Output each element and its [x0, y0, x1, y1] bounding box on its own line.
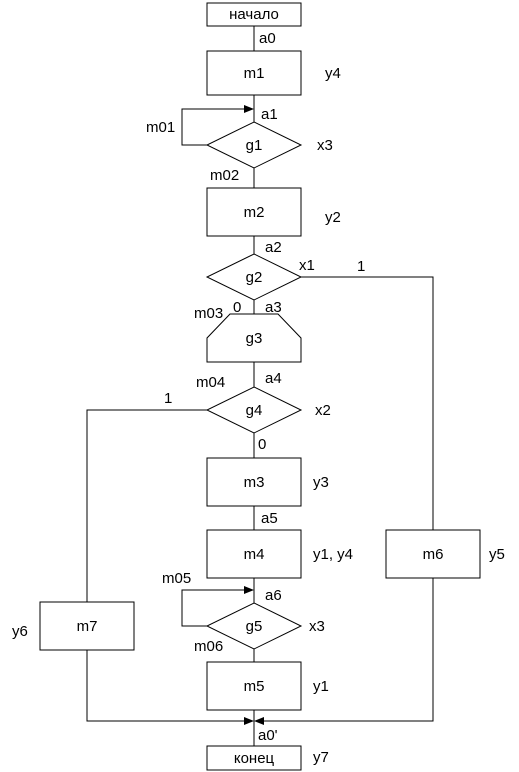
- label-x2: x2: [315, 402, 331, 419]
- return-m7: [86, 650, 248, 722]
- decision-g5: [205, 602, 303, 650]
- arrowhead-loop-g1: [244, 105, 254, 113]
- arrowhead-loop-g5: [244, 586, 254, 594]
- start-label: начало: [229, 6, 279, 23]
- block-g3: [206, 313, 302, 363]
- nodes: [39, 2, 481, 771]
- label-a6: a6: [265, 587, 282, 604]
- return-m6: [260, 578, 434, 722]
- loop-g1: [181, 108, 248, 146]
- decision-g2: [205, 253, 303, 301]
- label-m02: m02: [210, 167, 239, 184]
- label-m06: m06: [194, 638, 223, 655]
- arrowhead-return-m6: [254, 717, 264, 725]
- m5-label: m5: [244, 678, 265, 695]
- label-a4: a4: [265, 370, 282, 387]
- block-m4: [206, 529, 302, 579]
- label-x3-top: x3: [317, 137, 333, 154]
- g3-label: g3: [246, 330, 263, 347]
- m3-label: m3: [244, 474, 265, 491]
- decision-g1: [205, 121, 303, 169]
- label-g2-one: 1: [357, 258, 365, 275]
- label-g4-one: 1: [164, 390, 172, 407]
- label-g4-zero: 0: [258, 436, 266, 453]
- m1-label: m1: [244, 65, 265, 82]
- label-a1: a1: [261, 106, 278, 123]
- label-a0: a0: [259, 30, 276, 47]
- m6-label: m6: [423, 546, 444, 563]
- g5-label: g5: [246, 618, 263, 635]
- label-m04: m04: [196, 374, 225, 391]
- branch-g2-m6: [301, 276, 434, 530]
- label-a3: a3: [265, 299, 282, 316]
- connector-lines: [86, 26, 434, 746]
- block-m3: [206, 457, 302, 507]
- block-m6: [385, 529, 481, 579]
- label-y1: y1: [313, 678, 329, 695]
- label-y1y4: y1, y4: [313, 546, 353, 563]
- label-m05: m05: [162, 570, 191, 587]
- g2-label: g2: [246, 269, 263, 286]
- arrowhead-return-m7: [244, 717, 254, 725]
- label-y7: y7: [313, 749, 329, 766]
- m4-label: m4: [244, 546, 265, 563]
- node-labels: начало m1 g1 m2 g2 g3 g4 m3 m4 g5 m5 m6 …: [77, 6, 444, 767]
- label-y3: y3: [313, 474, 329, 491]
- annotations: a0 y4 a1 m01 x3 m02 y2 a2 x1 1 0 a3 m03 …: [12, 30, 505, 766]
- block-m1: [206, 50, 302, 96]
- label-a2: a2: [265, 239, 282, 256]
- label-a0p: a0': [258, 727, 278, 744]
- block-m7: [39, 601, 135, 651]
- block-m2: [206, 187, 302, 237]
- label-m03: m03: [194, 305, 223, 322]
- label-y5: y5: [489, 546, 505, 563]
- loop-g5: [181, 589, 248, 627]
- block-m5: [206, 661, 302, 711]
- start-terminal: [206, 2, 302, 27]
- end-label: конец: [234, 750, 275, 767]
- g1-label: g1: [246, 137, 263, 154]
- label-y2: y2: [325, 209, 341, 226]
- end-terminal: [206, 745, 302, 771]
- decision-g4: [205, 386, 303, 434]
- label-a5: a5: [261, 510, 278, 527]
- label-m01: m01: [146, 119, 175, 136]
- branch-g4-m7: [86, 409, 207, 602]
- label-y4: y4: [325, 65, 341, 82]
- g4-label: g4: [246, 402, 263, 419]
- m7-label: m7: [77, 618, 98, 635]
- m2-label: m2: [244, 204, 265, 221]
- label-x1: x1: [299, 257, 315, 274]
- label-x3-bottom: x3: [309, 618, 325, 635]
- label-g2-zero: 0: [233, 299, 241, 316]
- label-y6: y6: [12, 623, 28, 640]
